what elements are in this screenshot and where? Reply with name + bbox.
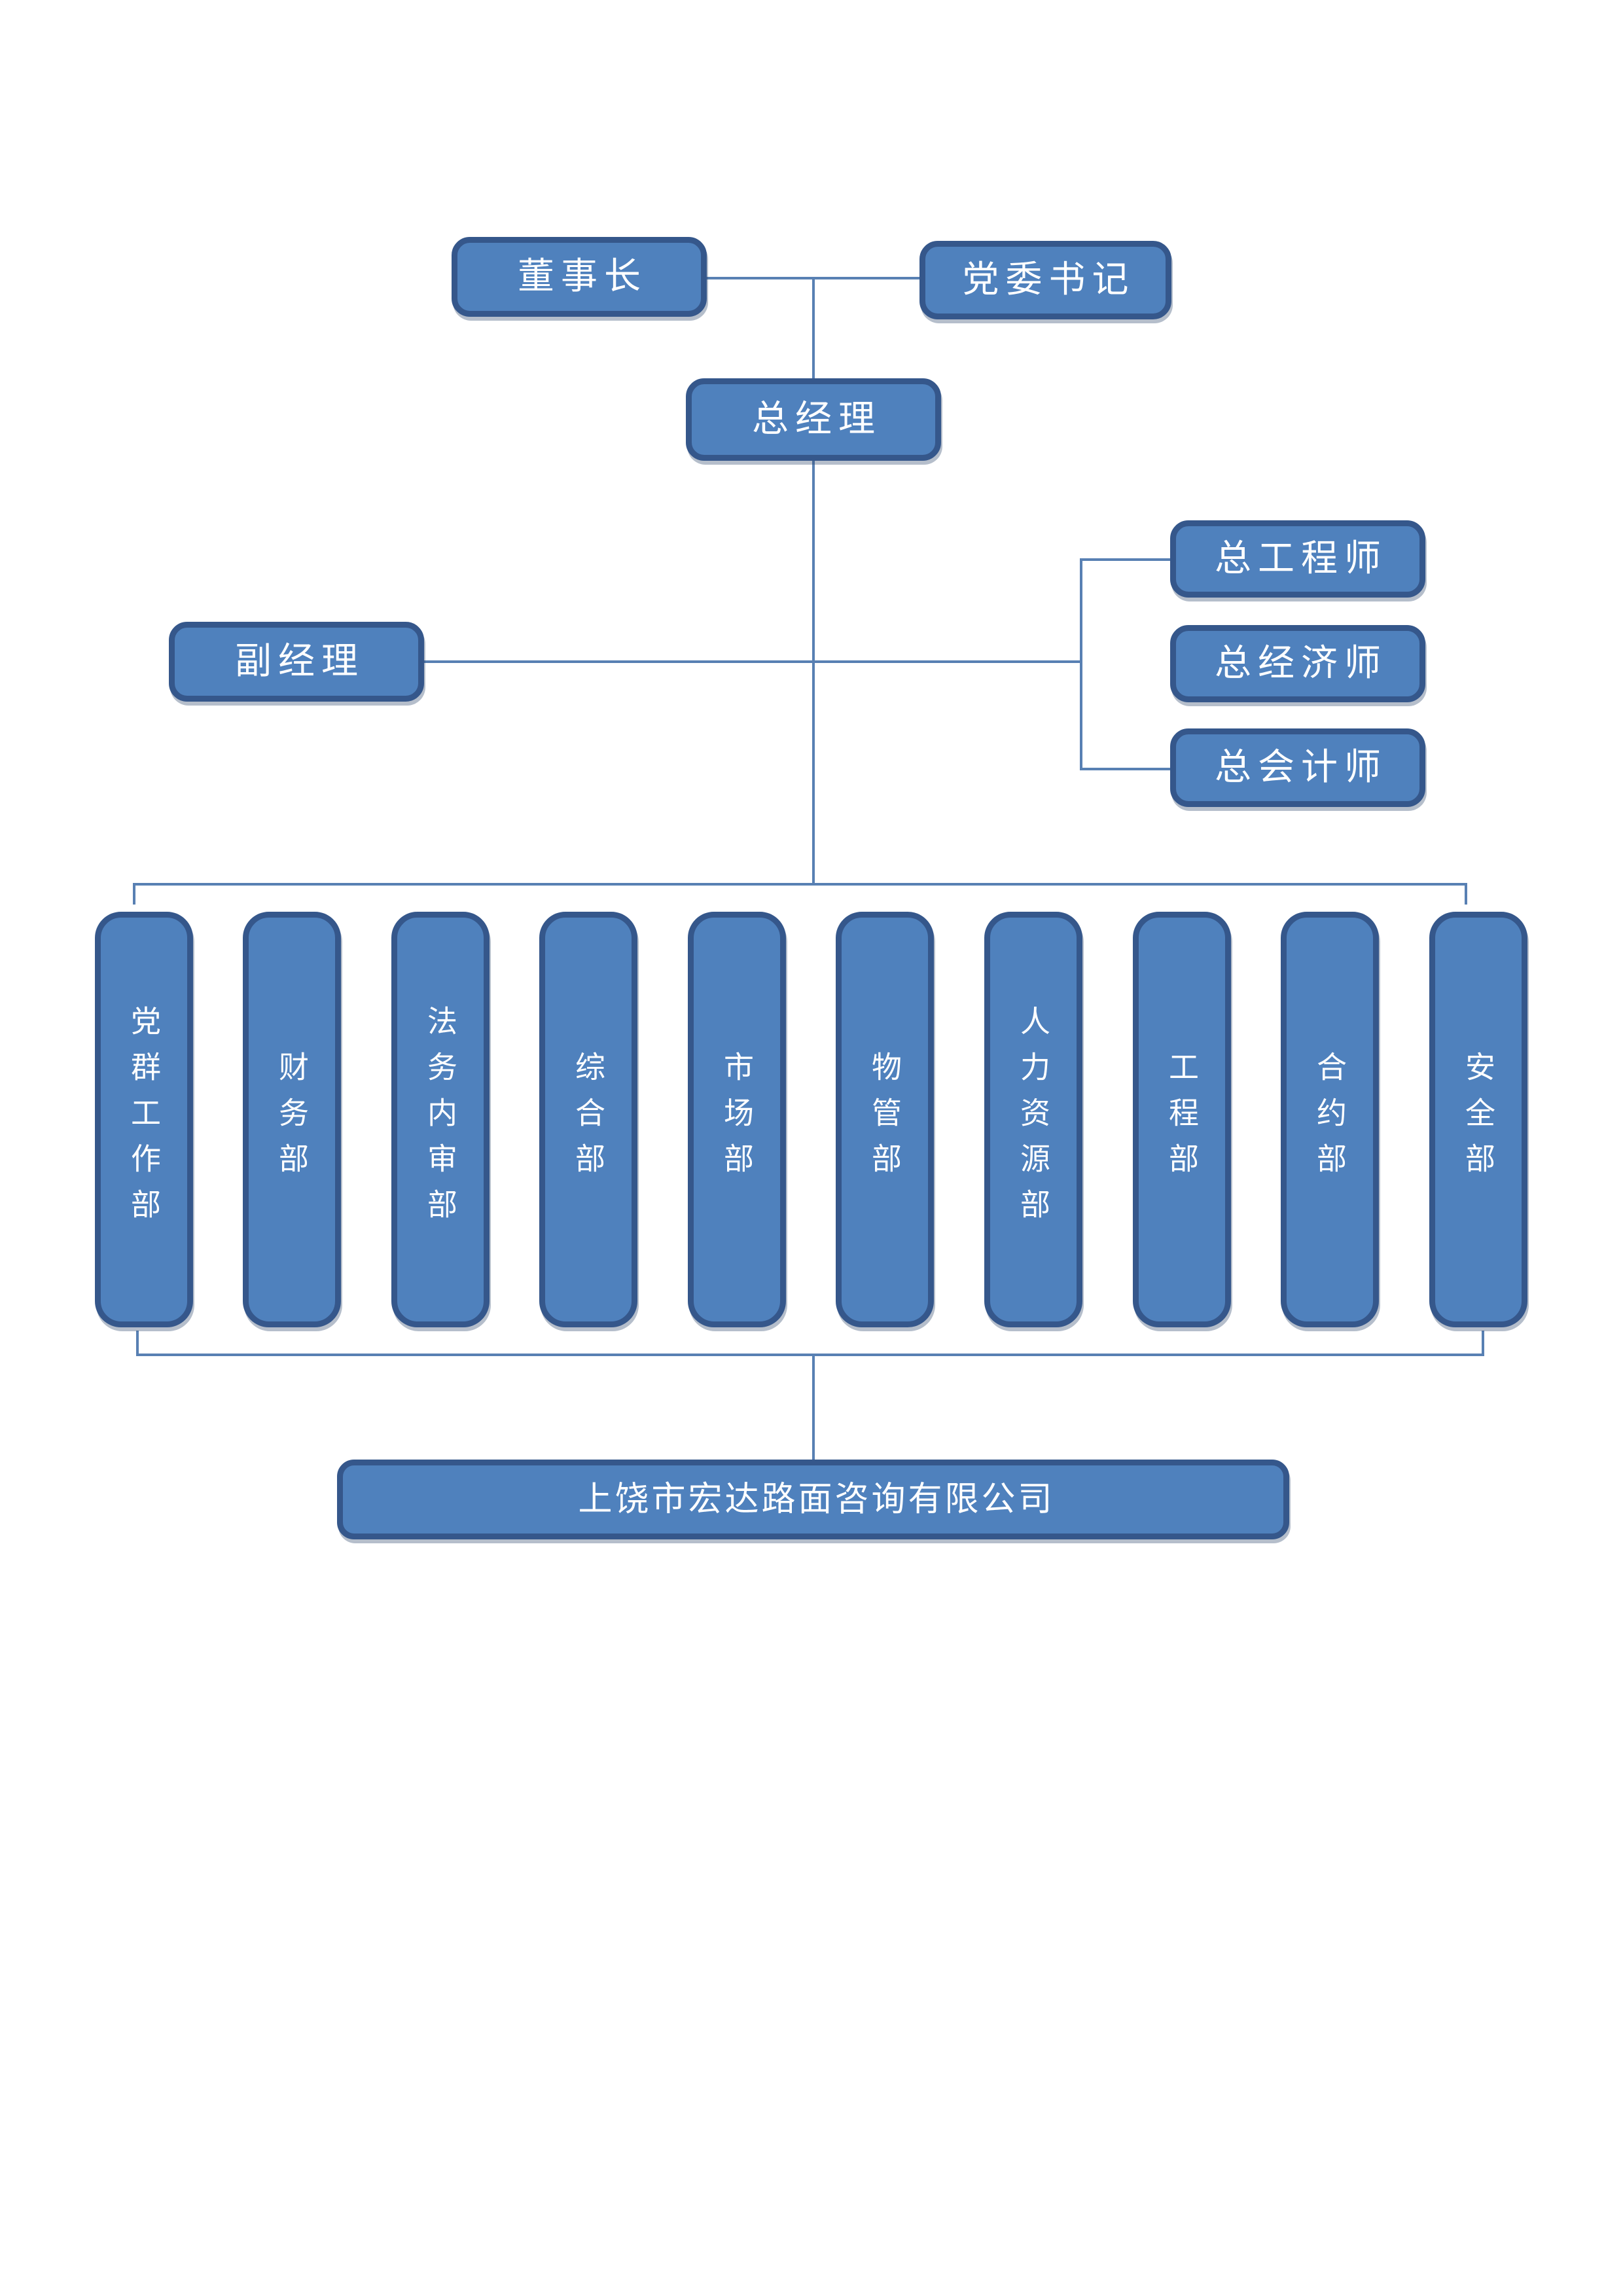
dept-label: 财务部 [274,1050,310,1189]
node-party-secretary-label: 党委书记 [962,259,1135,301]
node-chief-economist: 总经济师 [1170,625,1425,702]
node-deputy-manager-label: 副经理 [235,640,365,683]
dept-label: 物管部 [867,1050,902,1189]
connector-dept-bottom-bracket [136,1331,1484,1356]
dept-label: 综合部 [571,1050,606,1189]
node-chief-accountant: 总会计师 [1170,728,1425,807]
node-chairman-label: 董事长 [518,255,647,298]
dept-label: 安全部 [1461,1050,1496,1189]
node-dept-contracts: 合约部 [1281,912,1379,1327]
node-general-manager-label: 总经理 [752,398,882,440]
dept-label: 市场部 [719,1050,755,1189]
node-party-secretary: 党委书记 [919,241,1171,319]
connector-dept-top-bracket [133,883,1467,905]
node-dept-finance: 财务部 [243,912,341,1327]
node-deputy-manager: 副经理 [169,622,424,702]
node-dept-property-management: 物管部 [836,912,934,1327]
dept-label: 法务内审部 [423,1005,458,1234]
node-company-label: 上饶市宏达路面咨询有限公司 [578,1480,1055,1519]
dept-label: 合约部 [1312,1050,1347,1189]
connector-chiefs-bracket [1080,558,1170,770]
dept-label: 人力资源部 [1016,1005,1051,1234]
node-chief-engineer: 总工程师 [1170,520,1425,598]
node-dept-party-mass-work: 党群工作部 [95,912,193,1327]
node-chief-economist-label: 总经济师 [1215,642,1387,685]
dept-label: 党群工作部 [126,1005,162,1234]
node-dept-general-affairs: 综合部 [539,912,637,1327]
node-company: 上饶市宏达路面咨询有限公司 [337,1460,1289,1539]
node-dept-market: 市场部 [688,912,786,1327]
node-dept-engineering: 工程部 [1133,912,1231,1327]
node-chief-accountant-label: 总会计师 [1215,746,1387,789]
node-dept-human-resources: 人力资源部 [984,912,1082,1327]
node-chief-engineer-label: 总工程师 [1215,537,1387,580]
node-dept-legal-internal-audit: 法务内审部 [391,912,490,1327]
dept-label: 工程部 [1164,1050,1200,1189]
node-dept-safety: 安全部 [1429,912,1527,1327]
node-general-manager: 总经理 [686,378,941,461]
node-chairman: 董事长 [452,237,707,317]
